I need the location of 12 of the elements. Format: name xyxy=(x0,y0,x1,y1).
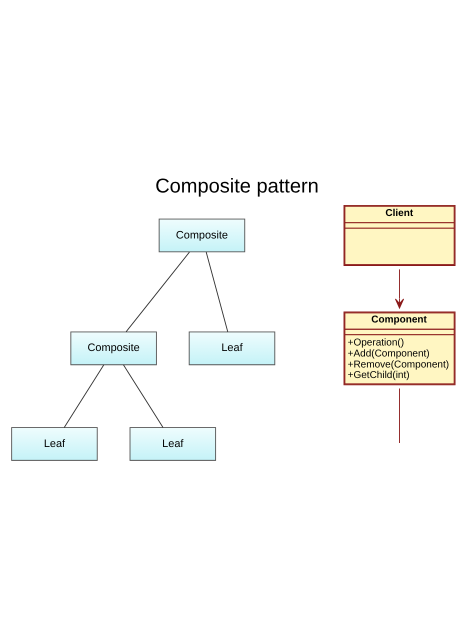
node-box: Leaf xyxy=(130,426,216,460)
connector xyxy=(206,251,228,332)
node-box: Composite xyxy=(70,331,157,365)
diagram-title: Composite pattern xyxy=(155,174,319,197)
connector xyxy=(122,364,164,428)
connector xyxy=(64,364,104,428)
node-box: Leaf xyxy=(188,331,276,365)
arrow xyxy=(394,268,404,308)
connector xyxy=(126,251,190,332)
node-box: Leaf xyxy=(11,426,98,460)
node-box: Composite xyxy=(158,218,246,252)
connector xyxy=(399,388,400,443)
